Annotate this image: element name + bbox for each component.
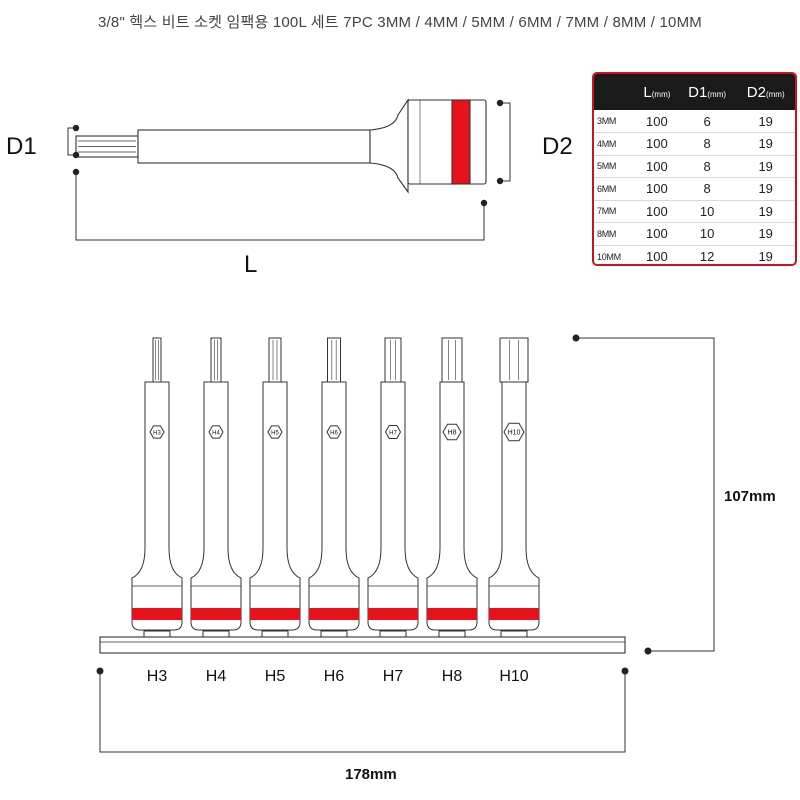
red-band	[132, 608, 182, 620]
socket-label: H3	[147, 668, 168, 685]
width-dimension	[99, 671, 626, 753]
socket-side-view	[75, 98, 487, 194]
hex-tip	[210, 337, 222, 383]
size-stamp-hex	[384, 425, 402, 439]
hex-tip	[384, 337, 402, 383]
red-band	[250, 608, 300, 620]
label-l: L	[244, 251, 257, 278]
hex-tip	[152, 337, 162, 383]
table-header-row: L(mm) D1(mm) D2(mm)	[594, 74, 795, 110]
width-label: 178mm	[345, 766, 397, 783]
socket-label: H8	[442, 668, 463, 685]
size-stamp-text: H7	[389, 431, 397, 437]
size-stamp-hex	[503, 422, 525, 442]
size-stamp-text: H8	[448, 430, 457, 437]
hex-tip	[327, 337, 341, 383]
red-band	[191, 608, 241, 620]
header-d2: D2(mm)	[746, 83, 785, 101]
socket-label: H6	[324, 668, 345, 685]
page-title: 3/8" 헥스 비트 소켓 임팩용 100L 세트 7PC 3MM / 4MM …	[98, 14, 702, 31]
rail-bar	[99, 636, 626, 654]
red-band	[427, 608, 477, 620]
header-l: L(mm)	[643, 83, 671, 101]
socket-label: H4	[206, 668, 227, 685]
socket-label: H5	[265, 668, 286, 685]
socket-label: H10	[499, 668, 528, 685]
hex-tip	[268, 337, 282, 383]
red-band	[451, 99, 471, 185]
height-label: 107mm	[724, 488, 776, 505]
storage-rail	[99, 636, 626, 654]
label-d2: D2	[542, 133, 573, 160]
dimension-dots	[72, 99, 504, 207]
size-stamp-text: H10	[508, 430, 521, 437]
socket-flare	[369, 98, 409, 194]
label-d1: D1	[6, 133, 37, 160]
hex-tip	[441, 337, 463, 383]
header-size	[594, 74, 636, 110]
socket-body	[488, 381, 540, 631]
socket-body	[131, 381, 183, 631]
socket-body	[249, 381, 301, 631]
top-dimension-lines	[67, 102, 511, 241]
size-stamp-hex	[326, 425, 342, 439]
red-band	[368, 608, 418, 620]
socket-body	[190, 381, 242, 631]
socket-label: H7	[383, 668, 404, 685]
height-dimension	[576, 337, 715, 652]
size-stamp-hex	[208, 425, 224, 439]
size-stamp-text: H3	[153, 431, 161, 437]
size-stamp-hex	[442, 423, 462, 441]
red-band	[309, 608, 359, 620]
size-stamp-hex	[267, 425, 283, 439]
size-stamp-text: H4	[212, 431, 220, 437]
size-stamp-text: H6	[330, 431, 338, 437]
socket-body	[426, 381, 478, 631]
socket-body	[367, 381, 419, 631]
socket-shaft	[137, 129, 371, 164]
size-stamp-hex	[149, 425, 165, 439]
size-stamp-text: H5	[271, 431, 279, 437]
header-d1: D1(mm)	[688, 83, 727, 101]
socket-body	[308, 381, 360, 631]
red-band	[489, 608, 539, 620]
hex-tip	[499, 337, 529, 383]
